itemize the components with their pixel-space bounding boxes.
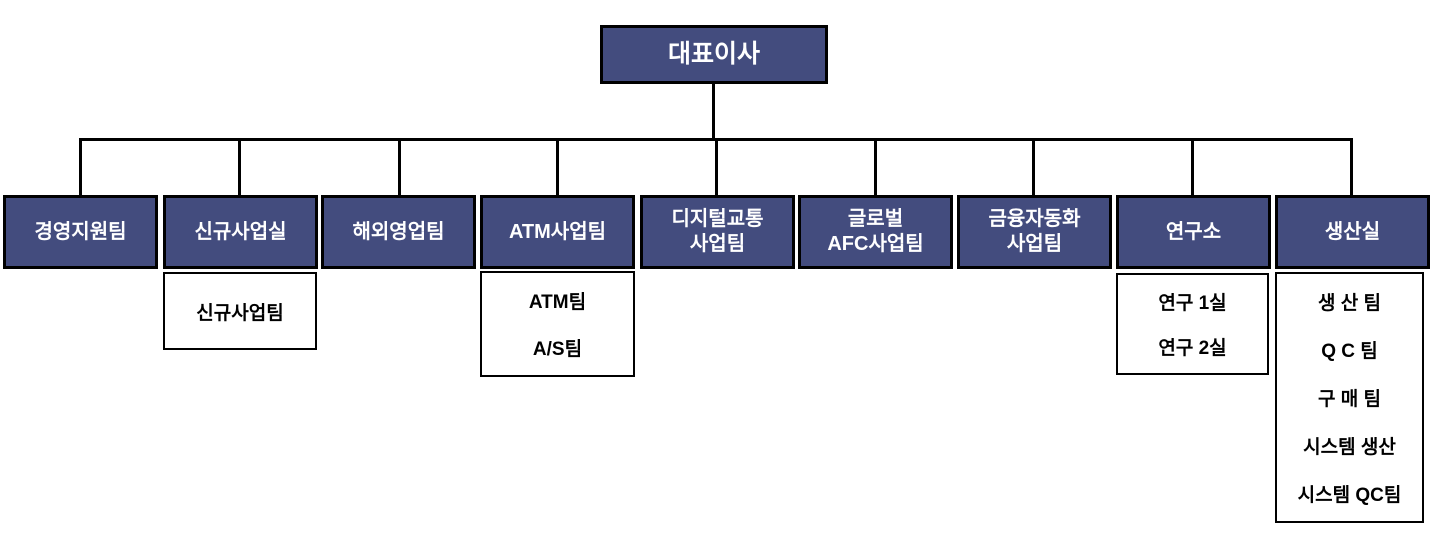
org-node-global-afc: 글로벌 AFC사업팀	[798, 195, 953, 269]
org-node-label: 생산실	[1324, 220, 1381, 243]
org-node-management-support: 경영지원팀	[3, 195, 158, 269]
org-node-digital-transit: 디지털교통 사업팀	[640, 195, 795, 269]
org-node-ceo: 대표이사	[600, 25, 828, 84]
org-node-label: 금융자동화 사업팀	[988, 208, 1081, 255]
connector-drop	[1032, 140, 1035, 195]
org-node-financial-automation: 금융자동화 사업팀	[957, 195, 1112, 269]
org-child-label: ATM팀	[528, 292, 587, 313]
connector-drop	[1350, 140, 1353, 195]
org-childbox-new-business: 신규사업팀	[163, 272, 317, 350]
connector-drop	[874, 140, 877, 195]
org-child-label: 연구 1실	[1158, 293, 1227, 314]
org-node-label: 신규사업실	[194, 220, 287, 243]
org-child-label: 구 매 팀	[1318, 388, 1381, 410]
org-node-atm-business: ATM사업팀	[480, 195, 635, 269]
connector-drop	[398, 140, 401, 195]
org-node-label: 해외영업팀	[352, 220, 445, 243]
connector-drop	[556, 140, 559, 195]
org-childbox-research: 연구 1실 연구 2실	[1116, 273, 1269, 375]
org-child-label: 시스템 QC팀	[1297, 484, 1402, 506]
org-node-label: 글로벌 AFC사업팀	[827, 208, 924, 255]
org-child-label: 생 산 팀	[1318, 293, 1381, 315]
connector-drop	[238, 140, 241, 195]
org-node-overseas-sales: 해외영업팀	[321, 195, 476, 269]
org-node-label: ATM사업팀	[508, 220, 607, 243]
org-node-label: 연구소	[1165, 220, 1222, 243]
org-child-label: 시스템 생산	[1303, 436, 1396, 458]
org-child-label: 신규사업팀	[196, 302, 284, 324]
connector-root-stem	[712, 84, 715, 140]
org-node-research-institute: 연구소	[1116, 195, 1271, 269]
org-child-label: A/S팀	[532, 339, 583, 360]
org-node-label: 경영지원팀	[34, 220, 127, 243]
connector-rail	[79, 138, 1353, 141]
org-node-production-office: 생산실	[1275, 195, 1430, 269]
org-childbox-atm: ATM팀 A/S팀	[480, 271, 635, 377]
connector-drop	[79, 140, 82, 195]
org-child-label: 연구 2실	[1158, 338, 1227, 359]
connector-drop	[715, 140, 718, 195]
org-childbox-production: 생 산 팀 Q C 팀 구 매 팀 시스템 생산 시스템 QC팀	[1275, 272, 1424, 523]
org-node-label: 대표이사	[667, 39, 760, 68]
org-child-label: Q C 팀	[1321, 341, 1378, 363]
org-node-label: 디지털교통 사업팀	[671, 208, 764, 255]
connector-drop	[1191, 140, 1194, 195]
org-node-new-business-office: 신규사업실	[163, 195, 318, 269]
